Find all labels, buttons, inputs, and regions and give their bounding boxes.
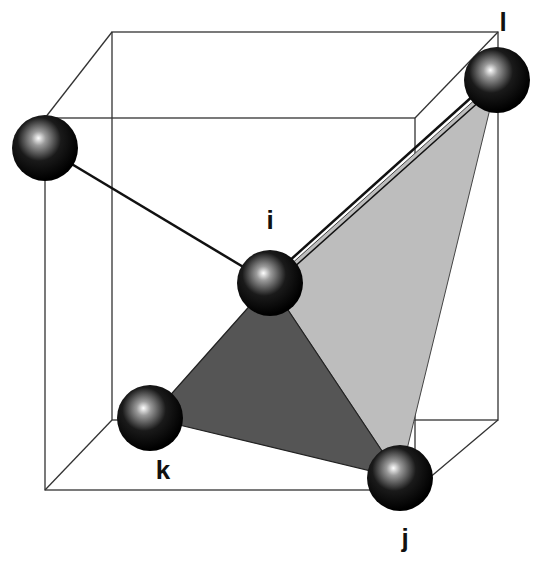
atom-label: i <box>266 207 273 233</box>
atom-label: j <box>401 525 408 551</box>
atom-label: k <box>156 457 170 483</box>
cube-frame <box>45 32 498 490</box>
atoms <box>12 47 530 511</box>
atom-label: l <box>499 9 506 35</box>
